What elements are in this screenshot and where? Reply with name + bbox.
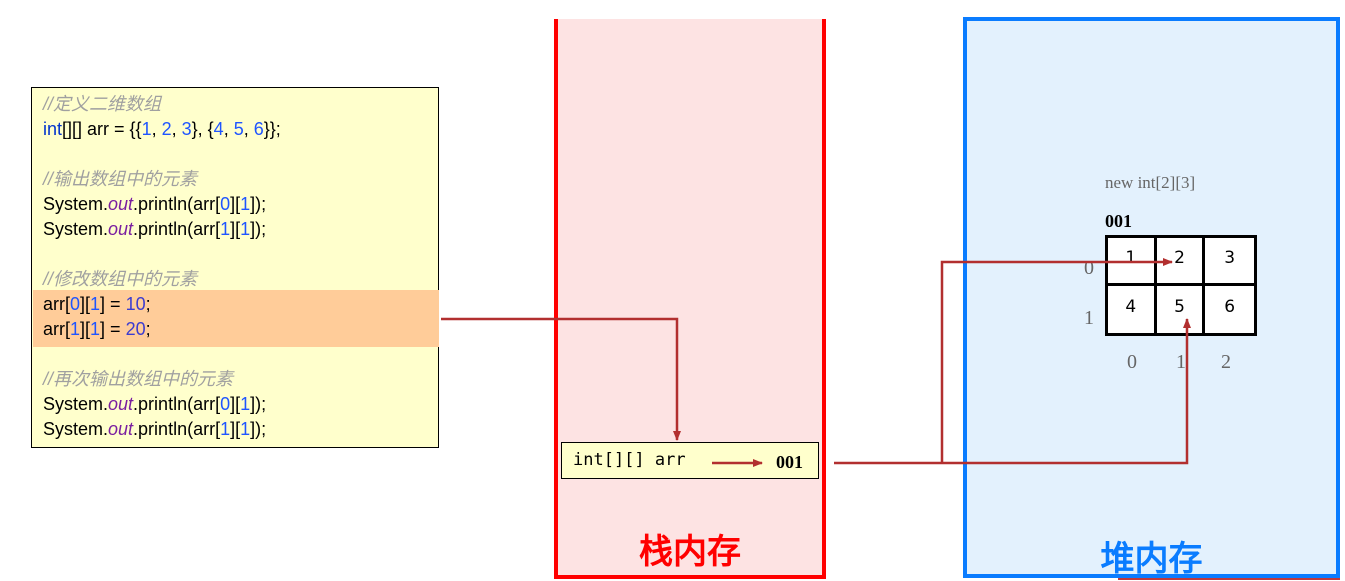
col-index-2: 2 — [1221, 351, 1231, 373]
heap-cell-1-1: 5 — [1157, 285, 1206, 333]
stack-variable-name: int[][] arr — [573, 450, 686, 470]
heap-memory-label: 堆内存 — [1100, 539, 1203, 579]
code-line-reprint-0-1: System.out.println(arr[0][1]); — [43, 394, 267, 414]
comment-print-again: //再次输出数组中的元素 — [43, 369, 234, 389]
heap-array-grid: 1 2 3 4 5 6 — [1105, 235, 1257, 336]
comment-print-elements: //输出数组中的元素 — [43, 169, 198, 189]
heap-allocation-expression: new int[2][3] — [1105, 173, 1196, 192]
code-highlight-band — [33, 290, 439, 347]
col-index-1: 1 — [1176, 351, 1186, 373]
heap-cell-0-0: 1 — [1108, 238, 1157, 286]
row-index-1: 1 — [1084, 307, 1094, 329]
heap-cell-1-0: 4 — [1108, 285, 1157, 333]
code-line-print-1-1: System.out.println(arr[1][1]); — [43, 219, 267, 239]
row-index-0: 0 — [1084, 257, 1094, 279]
stack-memory-panel: 栈内存 — [554, 19, 826, 579]
stack-memory-label: 栈内存 — [639, 532, 741, 572]
heap-address: 001 — [1105, 211, 1132, 231]
comment-define-array: //定义二维数组 — [43, 94, 162, 114]
decorative-underline — [1118, 578, 1340, 580]
code-line-print-0-1: System.out.println(arr[0][1]); — [43, 194, 267, 214]
comment-modify-elements: //修改数组中的元素 — [43, 269, 198, 289]
col-index-0: 0 — [1127, 351, 1137, 373]
code-line-assign-0-1: arr[0][1] = 10; — [43, 294, 151, 314]
heap-cell-1-2: 6 — [1224, 297, 1236, 318]
code-line-declaration: int[][] arr = {{1, 2, 3}, {4, 5, 6}}; — [43, 119, 281, 139]
stack-variable-address: 001 — [776, 452, 803, 472]
heap-cell-0-1: 2 — [1156, 238, 1206, 286]
code-line-assign-1-1: arr[1][1] = 20; — [43, 319, 151, 339]
code-box: //定义二维数组 int[][] arr = {{1, 2, 3}, {4, 5… — [31, 87, 439, 448]
code-line-reprint-1-1: System.out.println(arr[1][1]); — [43, 419, 267, 439]
stack-variable-box: int[][] arr 001 — [561, 442, 819, 479]
heap-cell-0-2: 3 — [1205, 238, 1254, 286]
